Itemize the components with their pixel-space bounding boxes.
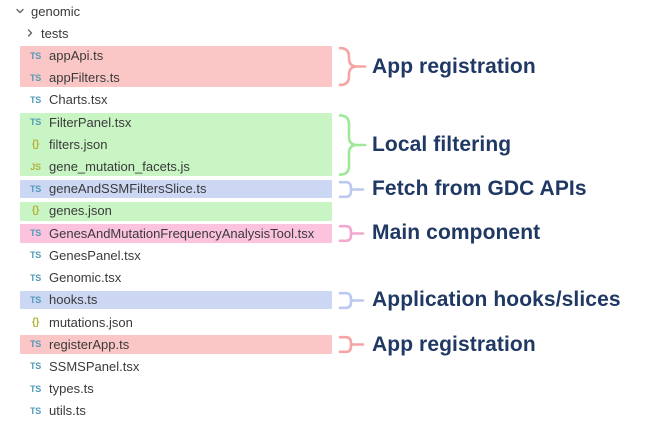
ts-file-icon: TS — [30, 117, 41, 128]
annotation-label: Application hooks/slices — [372, 288, 621, 312]
brace-red-icon — [338, 336, 365, 354]
file-name: geneAndSSMFiltersSlice.ts — [49, 181, 207, 197]
file-name: GenesAndMutationFrequencyAnalysisTool.ts… — [49, 225, 315, 241]
highlight-bar-red — [20, 335, 332, 354]
js-file-icon: JS — [30, 161, 41, 172]
ts-file-icon: TS — [30, 50, 41, 61]
json-file-icon: {} — [31, 316, 40, 328]
file-name: appFilters.ts — [49, 70, 120, 86]
tree-row-file[interactable]: {} genes.json — [0, 200, 367, 222]
tree-row-file[interactable]: TS Genomic.tsx — [0, 267, 367, 289]
annotation-label: Fetch from GDC APIs — [372, 177, 587, 201]
file-name: Genomic.tsx — [49, 270, 122, 286]
brace-green-icon — [338, 114, 367, 176]
tree-row-file[interactable]: TS GenesPanel.tsx — [0, 244, 367, 266]
ts-file-icon: TS — [30, 383, 41, 394]
chevron-right-icon[interactable] — [24, 27, 36, 39]
tree-row-file[interactable]: TS geneAndSSMFiltersSlice.ts — [0, 178, 367, 200]
tree-row-file[interactable]: TS appFilters.ts — [0, 67, 367, 89]
tree-row-file[interactable]: TS types.ts — [0, 378, 367, 400]
file-name: Charts.tsx — [49, 92, 108, 108]
file-name: registerApp.ts — [49, 336, 130, 352]
file-name: utils.ts — [49, 403, 86, 419]
tree-row-file[interactable]: TS GenesAndMutationFrequencyAnalysisTool.… — [0, 222, 367, 244]
tree-row-folder[interactable]: genomic — [0, 0, 354, 22]
file-name: hooks.ts — [49, 292, 98, 308]
file-name: genes.json — [49, 203, 112, 219]
tree-row-file[interactable]: {} mutations.json — [0, 311, 367, 333]
tree-row-file[interactable]: TS Charts.tsx — [0, 89, 367, 111]
brace-blue-icon — [338, 180, 365, 198]
tree-row-file[interactable]: TS utils.ts — [0, 400, 367, 422]
tree-row-file[interactable]: {} filters.json — [0, 133, 367, 155]
file-name: filters.json — [49, 136, 108, 152]
json-file-icon: {} — [31, 205, 40, 217]
ts-file-icon: TS — [30, 72, 41, 83]
json-file-icon: {} — [31, 138, 40, 150]
highlight-bar-green — [20, 201, 332, 221]
file-name: appApi.ts — [49, 48, 104, 63]
annotation-label: Local filtering — [372, 132, 512, 156]
tree-row-file[interactable]: TS registerApp.ts — [0, 333, 367, 355]
ts-file-icon: TS — [30, 339, 41, 350]
tree-row-folder[interactable]: tests — [0, 22, 364, 44]
highlight-bar-blue — [20, 179, 332, 199]
ts-file-icon: TS — [30, 183, 41, 194]
file-name: SSMSPanel.tsx — [49, 358, 140, 374]
file-name: gene_mutation_facets.js — [49, 159, 190, 175]
file-name: GenesPanel.tsx — [49, 247, 141, 263]
annotation-label: Main component — [372, 221, 541, 245]
file-name: mutations.json — [49, 314, 133, 330]
tree-row-file[interactable]: TS SSMSPanel.tsx — [0, 355, 367, 377]
file-name: FilterPanel.tsx — [49, 114, 132, 130]
ts-file-icon: TS — [30, 272, 41, 283]
brace-red-icon — [338, 47, 367, 87]
highlight-bar-pink — [20, 224, 332, 243]
chevron-down-icon[interactable] — [14, 5, 26, 17]
highlight-bar-blue — [20, 290, 332, 310]
annotation-label: App registration — [372, 54, 536, 78]
folder-name: tests — [41, 25, 69, 41]
ts-file-icon: TS — [30, 94, 41, 105]
folder-name: genomic — [31, 3, 81, 19]
brace-pink-icon — [338, 224, 365, 243]
tree-row-file[interactable]: TS appApi.ts — [0, 44, 367, 66]
ts-file-icon: TS — [30, 405, 41, 416]
annotation-label: App registration — [372, 332, 536, 356]
ts-file-icon: TS — [30, 228, 41, 239]
ts-file-icon: TS — [30, 250, 41, 261]
tree-row-file[interactable]: TS FilterPanel.tsx — [0, 111, 367, 133]
highlight-bar-red — [20, 46, 332, 88]
tree-row-file[interactable]: JS gene_mutation_facets.js — [0, 155, 367, 177]
file-name: types.ts — [49, 381, 94, 397]
brace-blue-icon — [338, 291, 365, 309]
tree-row-file[interactable]: TS hooks.ts — [0, 289, 367, 311]
ts-file-icon: TS — [30, 294, 41, 305]
highlight-bar-green — [20, 113, 332, 177]
ts-file-icon: TS — [30, 361, 41, 372]
